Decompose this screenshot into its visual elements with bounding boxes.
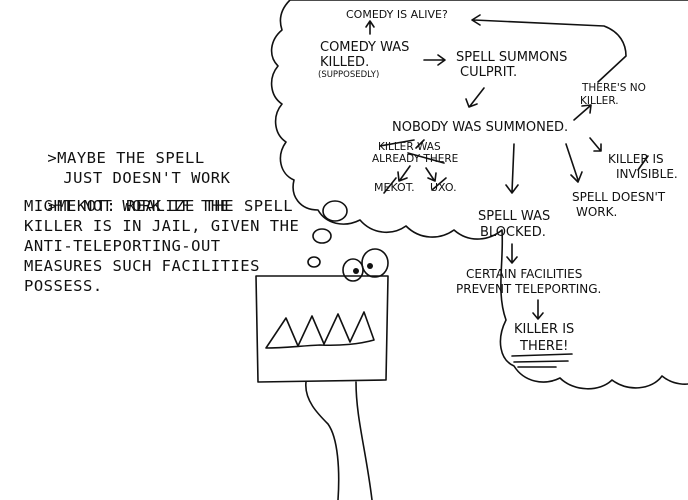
arrow-already-to-uxo (425, 167, 437, 182)
note-2-marker: > (47, 197, 58, 215)
note-2-line-2: MIGHT NOT WORK IF THE (24, 197, 231, 215)
note-1: >MAYBE THE SPELL (8, 128, 205, 188)
arrow-facilities-to-killerThere (532, 299, 544, 320)
arrow-blocked-to-facilities (506, 243, 518, 264)
node-nobody-summoned: NOBODY WAS SUMMONED. (392, 120, 568, 135)
arrow-summons-to-nobody (465, 87, 485, 108)
node-already-there-2: ALREADY THERE (372, 153, 458, 165)
node-spell-summons-1: SPELL SUMMONS (456, 50, 567, 65)
diagram-text: COMEDY IS ALIVE? COMEDY WAS KILLED. (SUP… (318, 8, 678, 354)
node-blocked-2: BLOCKED. (480, 225, 546, 240)
strike-uxo (431, 177, 447, 191)
node-spell-summons-2: CULPRIT. (460, 65, 517, 80)
thought-bubble-large (322, 200, 348, 222)
note-1-line-1: MAYBE THE SPELL (57, 149, 205, 167)
character-body (255, 275, 389, 383)
strike-invisible (637, 155, 649, 171)
note-2-line-3: KILLER IS IN JAIL, GIVEN THE (24, 217, 300, 235)
strike-killer (379, 139, 415, 147)
node-facilities-2: PREVENT TELEPORTING. (456, 282, 601, 296)
underline-there-2 (513, 360, 569, 363)
arrow-already-to-mekot (397, 165, 411, 182)
note-1-line-2: JUST DOESN'T WORK (63, 169, 231, 187)
thought-cloud (270, 0, 688, 390)
node-already-there-1: KILLER WAS (378, 141, 441, 153)
node-killer-there-2: THERE! (519, 339, 568, 354)
arrow-nobody-to-invisible (589, 137, 602, 152)
character-neck-left (305, 381, 340, 500)
arrow-noKiller-to-alive (471, 14, 627, 83)
node-blocked-1: SPELL WAS (478, 209, 550, 224)
underline-there-1 (511, 353, 573, 357)
character-neck-right (355, 381, 373, 500)
note-1-line-2-row: JUST DOESN'T WORK (24, 148, 230, 208)
node-comedy-alive: COMEDY IS ALIVE? (346, 8, 448, 21)
node-comedy-killed-2: KILLED. (320, 55, 369, 70)
right-pupil (367, 263, 373, 269)
left-eye (342, 258, 364, 282)
strike-mekot (383, 177, 397, 194)
character-mouth (265, 311, 375, 349)
arrow-nobody-to-blocked (505, 143, 519, 194)
node-no-killer-2: KILLER. (580, 95, 619, 107)
arrow-nobody-to-spellFails (565, 143, 583, 183)
node-invisible-2: INVISIBLE. (616, 167, 678, 181)
node-mekot: MEKOT. (374, 181, 415, 194)
note-2-line-4: ANTI-TELEPORTING-OUT (24, 237, 221, 255)
node-no-killer-1: THERE'S NO (581, 82, 646, 94)
node-invisible-1: KILLER IS (608, 152, 664, 166)
arrow-killed-to-summons (423, 54, 446, 66)
annotations (379, 139, 649, 368)
arrow-nobody-to-alreadyThere (415, 139, 425, 149)
arrow-killed-to-alive (365, 20, 375, 35)
node-facilities-1: CERTAIN FACILITIES (466, 267, 582, 281)
arrows (365, 14, 627, 320)
note-2-line-5: MEASURES SUCH FACILITIES (24, 257, 260, 275)
note-1-marker: > (47, 149, 58, 167)
arrow-nobody-to-noKiller (573, 104, 592, 121)
note-2-line-6: POSSESS. (24, 277, 103, 295)
thought-bubble-small (307, 256, 321, 268)
thought-bubble-medium (312, 228, 332, 244)
node-uxo: UXO. (430, 181, 457, 194)
right-eye (361, 248, 389, 278)
left-pupil (353, 268, 359, 274)
node-killer-there-1: KILLER IS (514, 322, 574, 337)
node-spell-fails-2: WORK. (576, 205, 617, 219)
strike-already (407, 152, 445, 164)
note-2: >MEKOT: REALIZE THE SPELL (8, 176, 293, 236)
character (255, 248, 389, 500)
node-supposedly: (SUPPOSEDLY) (318, 70, 379, 80)
node-spell-fails-1: SPELL DOESN'T (572, 190, 666, 204)
note-2-line-1: MEKOT: REALIZE THE SPELL (57, 197, 294, 215)
node-comedy-killed-1: COMEDY WAS (320, 40, 409, 55)
